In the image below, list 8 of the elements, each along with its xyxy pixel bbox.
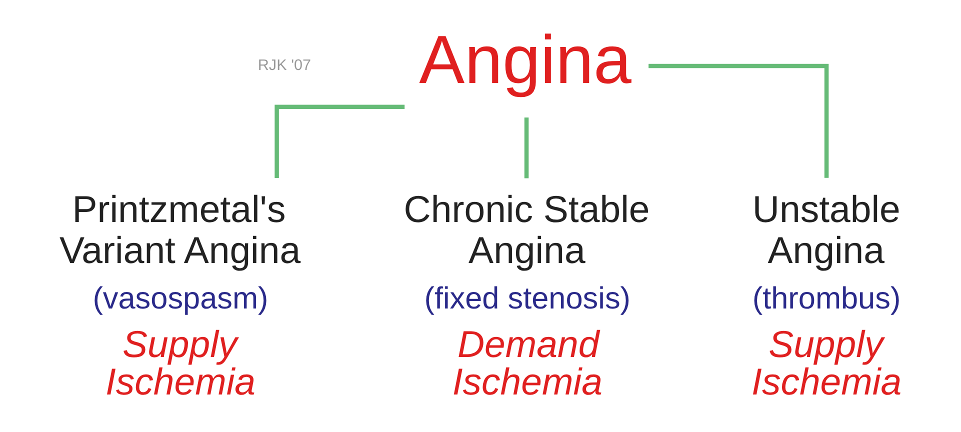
connector bbox=[274, 104, 405, 178]
node-text: Chronic Stable Angina (fixed stenosis) Demand Ischemia bbox=[404, 188, 650, 402]
node-text: Angina bbox=[419, 22, 632, 98]
connector bbox=[524, 117, 529, 178]
node-text: Unstable Angina (thrombus) Supply Ischemia bbox=[752, 188, 902, 402]
connector bbox=[648, 64, 829, 178]
node-text: Printzmetal's Variant Angina (vasospasm) Supply Ischemia bbox=[59, 188, 301, 402]
label: RJK '07 bbox=[258, 56, 312, 74]
